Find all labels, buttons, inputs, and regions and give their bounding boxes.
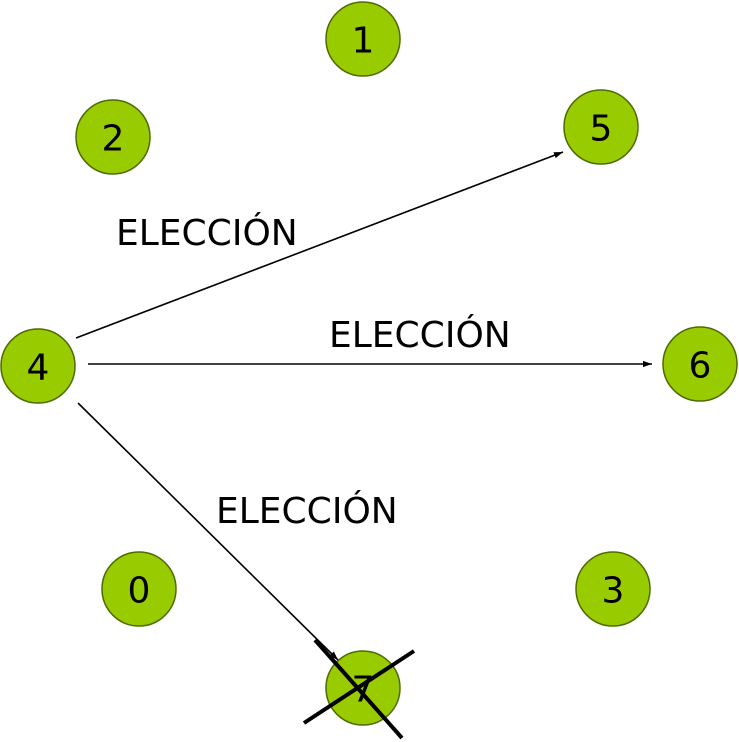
edge-4-to-7 [77,402,339,661]
node-2-label: 2 [102,119,125,160]
edge-label-4-7: ELECCIÓN [216,490,398,532]
node-1-label: 1 [352,21,375,62]
node-4: 4 [0,328,76,404]
node-2: 2 [75,99,151,175]
node-3: 3 [575,551,651,627]
edge-label-4-5: ELECCIÓN [116,212,298,254]
node-0: 0 [101,551,177,627]
node-3-label: 3 [602,571,625,612]
node-6: 6 [662,326,738,402]
node-5: 5 [563,89,639,165]
edge-4-to-5 [75,151,564,339]
edge-label-4-6: ELECCIÓN [329,314,511,356]
node-4-label: 4 [27,348,50,389]
node-5-label: 5 [590,109,613,150]
node-6-label: 6 [689,346,712,387]
node-1: 1 [325,1,401,77]
node-0-label: 0 [128,571,151,612]
crossed-out-mark [302,638,416,740]
